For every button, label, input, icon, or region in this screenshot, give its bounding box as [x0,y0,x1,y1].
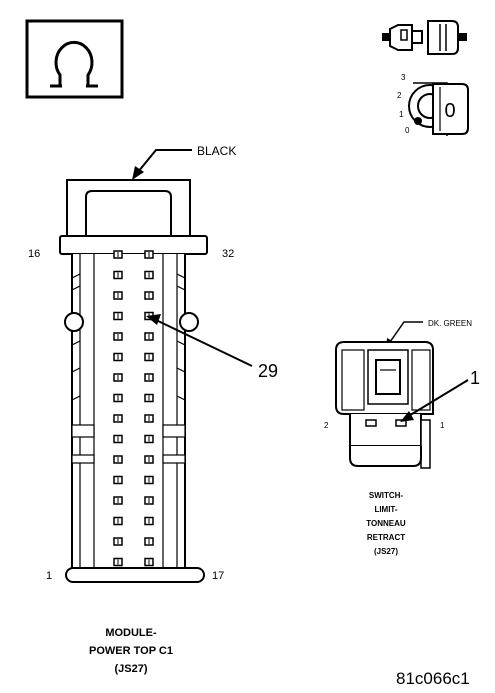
ignition-position-0: 0 [405,126,410,135]
pin-label-17: 17 [212,570,224,582]
ignition-key-icon: 0 3 2 1 0 [397,73,469,136]
ohm-symbol-icon [25,19,124,99]
main-connector: BLACK 29 16 32 [28,144,278,675]
switch-caption-line-2: LIMIT- [374,505,397,514]
switch-pin-label-2: 2 [324,421,329,430]
main-connector-color-label: BLACK [197,144,236,158]
switch-connector-color-label: DK. GREEN [428,319,472,328]
figure-id: 81c066c1 [396,669,470,688]
switch-callout-arrowhead [400,411,414,422]
pin-callout-arrowhead [146,314,161,325]
switch-cavity-2 [365,419,377,427]
main-caption-line-2: POWER TOP C1 [89,645,173,657]
main-caption-line-3: (JS27) [114,663,147,675]
pin-label-1: 1 [46,570,52,582]
right-latch-circle [179,312,199,332]
pin-cavities [113,250,154,567]
pin-label-32: 32 [222,248,234,260]
switch-pin-label-1: 1 [440,421,445,430]
ignition-position-3: 3 [401,73,406,82]
connector-plug-icon [382,20,467,55]
switch-connector: DK. GREEN 1 2 1 SWITCH- LIMIT- TONNEAU R… [324,319,480,556]
left-latch-circle [64,312,84,332]
color-label-arrowhead [132,166,144,180]
switch-caption-line-3: TONNEAU [366,519,406,528]
switch-callout-pin: 1 [470,368,480,388]
main-callout-pin: 29 [258,361,278,381]
ignition-key-label: 0 [444,100,455,122]
switch-caption-line-1: SWITCH- [369,491,404,500]
switch-caption-line-4: RETRACT [367,533,405,542]
switch-cavity-1 [395,419,407,427]
switch-caption-line-5: (JS27) [374,547,398,556]
ignition-position-1: 1 [399,110,404,119]
main-caption-line-1: MODULE- [105,627,157,639]
pin-label-16: 16 [28,248,40,260]
ignition-position-2: 2 [397,91,402,100]
